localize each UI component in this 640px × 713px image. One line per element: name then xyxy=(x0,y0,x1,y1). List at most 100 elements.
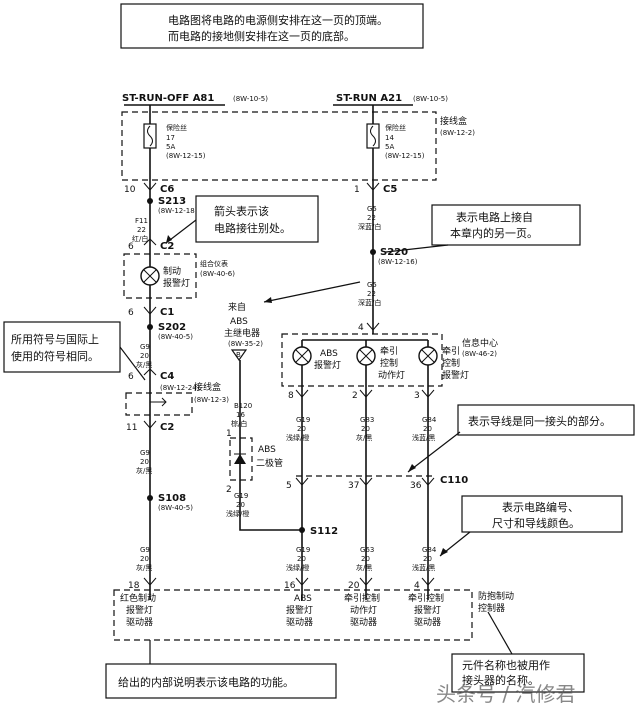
c2b-label: C2 xyxy=(160,422,174,433)
wire-g19c-gauge: 20 xyxy=(297,555,306,563)
wire-g9b-gauge: 20 xyxy=(140,458,149,466)
diode-pin-bot: 2 xyxy=(226,485,232,495)
wire-g9a-color: 灰/黑 xyxy=(136,360,152,369)
junction-box-top-ref: (8W-12-2) xyxy=(440,129,475,137)
callout-arrow-line-1: 箭头表示该 xyxy=(214,204,269,218)
from-abs-from: 来自 xyxy=(228,301,246,313)
callout-page-line-1: 表示电路上接自 xyxy=(456,210,533,224)
from-abs-arrow-head xyxy=(264,297,272,303)
wire-g19c-color: 浅绿/橙 xyxy=(286,563,309,572)
bottom-pin-16: 16 xyxy=(284,581,296,591)
callout-wire-head xyxy=(440,548,448,556)
callout-symbols-pointer xyxy=(119,346,146,381)
c2a-pin: 6 xyxy=(128,242,134,252)
c5-label: C5 xyxy=(383,184,397,195)
b-conn-label: B xyxy=(236,351,241,359)
driver-tract-2: 动作灯 xyxy=(350,604,377,616)
wire-g83a-code: G83 xyxy=(360,416,374,424)
bottom-pin-18: 18 xyxy=(128,581,140,591)
ic-feed-connector xyxy=(366,322,380,331)
callout-name-line-1: 元件名称也被用作 xyxy=(462,658,550,672)
callout-arrow-head xyxy=(166,235,172,243)
antilock-line-1: 防抱制动 xyxy=(478,590,514,602)
wire-g19b-gauge: 20 xyxy=(236,501,245,509)
driver-trwarn-3: 驱动器 xyxy=(414,617,441,628)
c2b-connector-symbol xyxy=(143,420,157,429)
trac-warn-line-3: 报警灯 xyxy=(442,369,469,381)
info-center-ref: (8W-46-2) xyxy=(462,350,497,358)
fuse-right-element xyxy=(370,125,376,147)
brake-lamp-line-2: 报警灯 xyxy=(163,277,190,289)
diode-line-1: ABS xyxy=(258,445,276,455)
abs-lamp-line-1: ABS xyxy=(320,349,338,359)
junction-box-mid-label: 接线盒 xyxy=(194,381,221,393)
driver-trwarn-1: 牵引控制 xyxy=(408,592,444,604)
top-note-box xyxy=(120,3,424,49)
power-left-ref: (8W-10-5) xyxy=(233,95,268,103)
driver-red-1: 红色制动 xyxy=(120,592,156,604)
s108-label: S108 xyxy=(158,493,186,504)
s220-label: S220 xyxy=(380,247,408,258)
c2a-connector-symbol xyxy=(143,238,157,246)
wire-g19a-gauge: 20 xyxy=(297,425,306,433)
antilock-module-box xyxy=(113,589,473,641)
c4-connector-symbol xyxy=(143,368,157,376)
watermark: 头条号 / 汽修君 xyxy=(436,682,575,706)
callout-symbols-line-2: 使用的符号相同。 xyxy=(11,349,99,363)
s112-label: S112 xyxy=(310,526,338,537)
wire-g63-color: 灰/黑 xyxy=(356,563,372,572)
b-conn-ref: (8W-35-2) xyxy=(228,340,263,348)
callout-page-line-2: 本章内的另一页。 xyxy=(450,226,538,240)
callout-internal-text: 给出的内部说明表示该电路的功能。 xyxy=(118,675,294,689)
callout-symbols-box xyxy=(3,321,121,373)
from-abs-pointer xyxy=(263,281,361,303)
wire-b120-code: B120 xyxy=(234,402,252,410)
callout-page-box xyxy=(431,204,581,246)
driver-trwarn-2: 报警灯 xyxy=(414,604,441,616)
bottom-connectors xyxy=(143,577,435,586)
c6-label: C6 xyxy=(160,184,174,195)
wire-g5a-code: G5 xyxy=(367,205,377,213)
callout-name-box xyxy=(451,653,585,693)
c4-ref: (8W-12-24) xyxy=(160,384,200,392)
wire-g9c-color: 灰/黑 xyxy=(136,563,152,572)
c110-pin-36: 36 xyxy=(410,481,422,491)
s213-label: S213 xyxy=(158,196,186,207)
trac-warn-line-1: 牵引 xyxy=(442,346,460,357)
antilock-line-2: 控制器 xyxy=(478,602,505,614)
wire-b120-color: 棕/白 xyxy=(231,419,247,428)
s213-ref: (8W-12-18) xyxy=(158,207,198,215)
c1-pin: 6 xyxy=(128,308,134,318)
c4-label: C4 xyxy=(160,371,174,382)
abs-diode-symbol xyxy=(234,454,246,464)
wire-g19a-code: G19 xyxy=(296,416,310,424)
ic-pin-8: 8 xyxy=(288,391,294,401)
wire-b120-gauge: 16 xyxy=(236,411,245,419)
wire-g5b-gauge: 22 xyxy=(367,290,376,298)
c110-pin-5: 5 xyxy=(286,481,292,491)
callout-symbols-line-1: 所用符号与国际上 xyxy=(11,333,99,346)
s220-splice-dot xyxy=(370,249,376,255)
abs-lamp-cross xyxy=(295,349,309,363)
c1-label: C1 xyxy=(160,307,174,318)
wire-g83a-color: 灰/黑 xyxy=(356,433,372,442)
fuse-left-name: 保险丝 xyxy=(166,123,187,132)
s202-splice-dot xyxy=(147,324,153,330)
wire-g84b-color: 浅蓝/黑 xyxy=(412,563,435,572)
driver-abs-3: 驱动器 xyxy=(286,617,313,628)
callout-page-pointer xyxy=(385,244,449,253)
callout-arrow-line-2: 电路接往别处。 xyxy=(214,221,291,235)
fuse-right-amp: 5A xyxy=(385,143,394,151)
driver-red-3: 驱动器 xyxy=(126,617,153,628)
driver-abs-2: 报警灯 xyxy=(286,604,313,616)
wire-g9b-color: 灰/黑 xyxy=(136,466,152,475)
s202-label: S202 xyxy=(158,322,186,333)
s108-ref: (8W-40-5) xyxy=(158,504,193,512)
junction-box-top-label: 接线盒 xyxy=(440,115,467,127)
driver-red-2: 报警灯 xyxy=(126,604,153,616)
callout-internal-box xyxy=(105,663,337,699)
bottom-pin-4: 4 xyxy=(414,581,420,591)
c2a-label: C2 xyxy=(160,241,174,252)
wire-g84b-code: G84 xyxy=(422,546,437,554)
ic-output-connectors xyxy=(295,389,435,398)
